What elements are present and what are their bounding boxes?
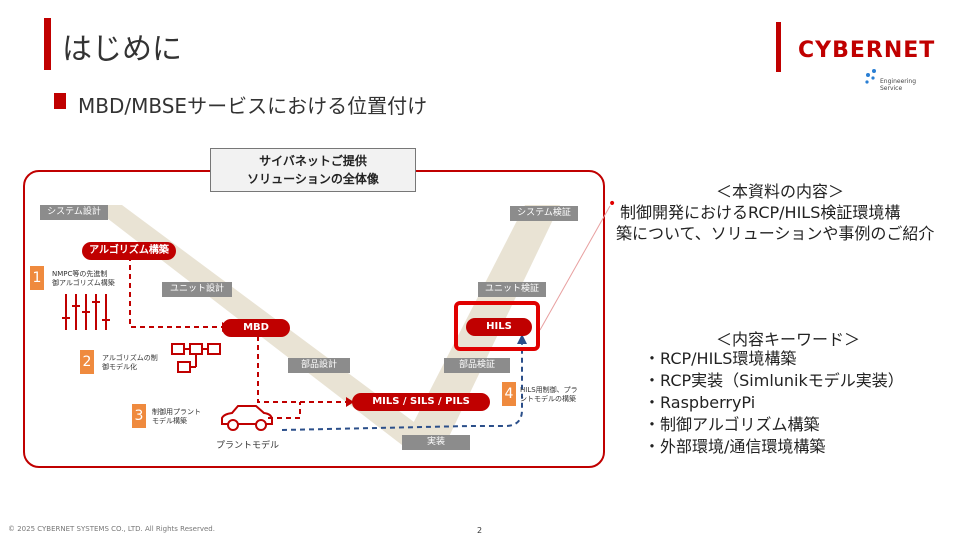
keyword-item: ・RaspberryPi — [644, 393, 756, 412]
label-mils-sils-pils: MILS / SILS / PILS — [352, 393, 490, 411]
arrow-mbd-to-mils — [257, 336, 346, 403]
logo-accent-bar — [776, 22, 781, 72]
hils-callout-line — [539, 205, 611, 331]
step-1-text: NMPC等の先進制 御アルゴリズム構築 — [52, 270, 115, 287]
keywords-heading: ＜内容キーワード＞ — [716, 330, 861, 349]
keyword-item: ・RCP/HILS環境構築 — [644, 349, 797, 368]
step-2-text: アルゴリズムの制 御モデル化 — [102, 354, 158, 371]
copyright: © 2025 CYBERNET SYSTEMS CO., LTD. All Ri… — [8, 525, 215, 533]
page-subtitle: MBD/MBSEサービスにおける位置付け — [78, 94, 428, 118]
label-parts-design: 部品設計 — [288, 358, 350, 373]
step-1-badge: 1 — [30, 266, 44, 290]
label-parts-verify: 部品検証 — [444, 358, 510, 373]
keywords-list: ・RCP/HILS環境構築 ・RCP実装（Simlunikモデル実装） ・Ras… — [644, 348, 904, 458]
hils-highlight-box — [454, 301, 540, 351]
step-4-text: HILS用制御、プラ ントモデルの構築 — [520, 386, 578, 403]
step-2-badge: 2 — [80, 350, 94, 374]
label-system-design: システム設計 — [40, 205, 108, 220]
label-mbd: MBD — [222, 319, 290, 337]
content-heading: ＜本資料の内容＞ — [716, 182, 845, 201]
diagram-caption: サイバネットご提供 ソリューションの全体像 — [210, 148, 416, 192]
label-unit-verify: ユニット検証 — [478, 282, 546, 297]
arrow-plant-to-hils — [281, 342, 523, 431]
keyword-item: ・外部環境/通信環境構築 — [644, 437, 826, 456]
page-title: はじめに — [62, 32, 182, 67]
tuning-sliders-icon — [62, 294, 110, 330]
label-implementation: 実装 — [402, 435, 470, 450]
engineering-dots-icon — [865, 69, 876, 84]
label-hils: HILS — [466, 318, 532, 336]
label-algorithm-build: アルゴリズム構築 — [82, 242, 176, 260]
keyword-item: ・制御アルゴリズム構築 — [644, 415, 820, 434]
engineering-service-label: Engineering Service — [880, 78, 916, 92]
subtitle-marker — [54, 93, 66, 109]
content-bullet: • — [608, 196, 617, 212]
title-accent-bar — [44, 18, 51, 70]
plant-model-label: プラントモデル — [216, 441, 280, 451]
keyword-item: ・RCP実装（Simlunikモデル実装） — [644, 371, 904, 390]
content-line-1: 制御開発におけるRCP/HILS検証環境構 — [620, 203, 901, 222]
step-3-badge: 3 — [132, 404, 146, 428]
company-logo: CYBERNET — [798, 38, 936, 63]
step-4-badge: 4 — [502, 382, 516, 406]
label-system-verify: システム検証 — [510, 206, 578, 221]
page-number: 2 — [477, 526, 483, 535]
content-line-2: 築について、ソリューションや事例のご紹介 — [616, 224, 935, 243]
arrow-plant-to-mils — [268, 402, 301, 419]
car-icon — [221, 405, 273, 431]
step-3-text: 制御用プラント モデル構築 — [152, 408, 201, 425]
block-diagram-icon — [171, 343, 221, 373]
label-unit-design: ユニット設計 — [162, 282, 232, 297]
